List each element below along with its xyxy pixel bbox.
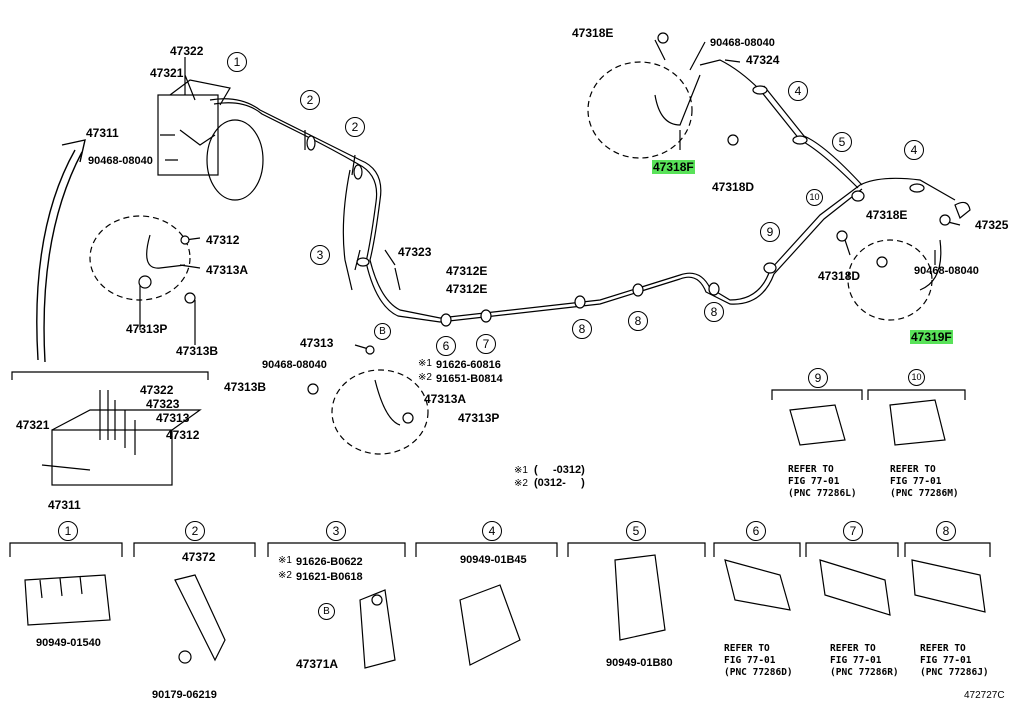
part-47321: 47321 (150, 66, 184, 80)
part-47313a-a: 47313A (206, 263, 249, 277)
comp3-letter-b: B (318, 603, 335, 620)
part-47313b-a: 47313B (176, 344, 219, 358)
part-47312e-b: 47312E (446, 282, 488, 296)
part-90468-08040-d: 90468-08040 (914, 265, 979, 277)
note-until-0312: ( -0312) (534, 464, 585, 476)
note-from-0312: (0312- ) (534, 477, 585, 489)
callout-5: 5 (832, 132, 852, 152)
box-callout-1: 1 (58, 521, 78, 541)
part-47313: 47313 (300, 336, 334, 350)
comp3-star-2: ※2 (278, 570, 292, 581)
detail-47321: 47321 (16, 418, 50, 432)
callout-3: 3 (310, 245, 330, 265)
part-47324: 47324 (746, 53, 780, 67)
part-47323: 47323 (398, 245, 432, 259)
detail-47322: 47322 (140, 383, 174, 397)
part-47312e-a: 47312E (446, 264, 488, 278)
callout-8-c: 8 (704, 302, 724, 322)
part-90468-08040-a: 90468-08040 (88, 155, 153, 167)
part-91651-b0814: 91651-B0814 (436, 373, 503, 385)
comp4-part: 90949-01B45 (460, 554, 527, 566)
box-callout-9: 9 (808, 368, 828, 388)
refer-note-7: REFER TO FIG 77-01 (PNC 77286R) (830, 643, 899, 678)
part-47319f-highlighted[interactable]: 47319F (910, 330, 953, 344)
detail-47312: 47312 (166, 428, 200, 442)
callout-1-top: 1 (227, 52, 247, 72)
comp3-part-b: 91621-B0618 (296, 571, 363, 583)
box-callout-10: 10 (908, 369, 925, 386)
refer-note-10: REFER TO FIG 77-01 (PNC 77286M) (890, 464, 959, 499)
letter-b-callout: B (374, 323, 391, 340)
part-47311: 47311 (86, 126, 119, 140)
comp5-part: 90949-01B80 (606, 657, 673, 669)
part-47318e-b: 47318E (866, 208, 908, 222)
refer-note-8: REFER TO FIG 77-01 (PNC 77286J) (920, 643, 989, 678)
comp3-star-1: ※1 (278, 555, 292, 566)
detail-47313: 47313 (156, 411, 190, 425)
part-47313p-a: 47313P (126, 322, 168, 336)
callout-4-b: 4 (904, 140, 924, 160)
note-star-2: ※2 (514, 478, 528, 489)
comp3-part-c: 47371A (296, 657, 339, 671)
comp1-part: 90949-01540 (36, 637, 101, 649)
star-1-mark: ※1 (418, 358, 432, 369)
part-47318f-highlighted[interactable]: 47318F (652, 160, 695, 174)
box-callout-8: 8 (936, 521, 956, 541)
box-callout-5: 5 (626, 521, 646, 541)
part-47318d-a: 47318D (712, 180, 755, 194)
part-91626-60816: 91626-60816 (436, 359, 501, 371)
box-callout-2: 2 (185, 521, 205, 541)
callout-8-a: 8 (572, 319, 592, 339)
callout-10: 10 (806, 189, 823, 206)
part-47325: 47325 (975, 218, 1009, 232)
comp2-part-b: 90179-06219 (152, 689, 217, 701)
note-star-1: ※1 (514, 465, 528, 476)
comp3-part-a: 91626-B0622 (296, 556, 363, 568)
callout-7: 7 (476, 334, 496, 354)
part-47322: 47322 (170, 44, 204, 58)
callout-4-a: 4 (788, 81, 808, 101)
figure-code: 472727C (964, 690, 1005, 701)
callout-2-a: 2 (300, 90, 320, 110)
part-90468-08040-c: 90468-08040 (710, 37, 775, 49)
part-90468-08040-b: 90468-08040 (262, 359, 327, 371)
box-callout-3: 3 (326, 521, 346, 541)
callout-6: 6 (436, 336, 456, 356)
part-47313b-b: 47313B (224, 380, 267, 394)
part-47318d-b: 47318D (818, 269, 861, 283)
star-2-mark: ※2 (418, 372, 432, 383)
detail-47323: 47323 (146, 397, 180, 411)
detail-47311: 47311 (48, 498, 81, 512)
comp2-part-a: 47372 (182, 550, 216, 564)
part-47313p-b: 47313P (458, 411, 500, 425)
box-callout-4: 4 (482, 521, 502, 541)
callout-8-b: 8 (628, 311, 648, 331)
refer-note-9: REFER TO FIG 77-01 (PNC 77286L) (788, 464, 857, 499)
refer-note-6: REFER TO FIG 77-01 (PNC 77286D) (724, 643, 793, 678)
part-47312: 47312 (206, 233, 240, 247)
part-47318e-a: 47318E (572, 26, 614, 40)
box-callout-6: 6 (746, 521, 766, 541)
box-callout-7: 7 (843, 521, 863, 541)
callout-9: 9 (760, 222, 780, 242)
part-47313a-b: 47313A (424, 392, 467, 406)
callout-2-b: 2 (345, 117, 365, 137)
